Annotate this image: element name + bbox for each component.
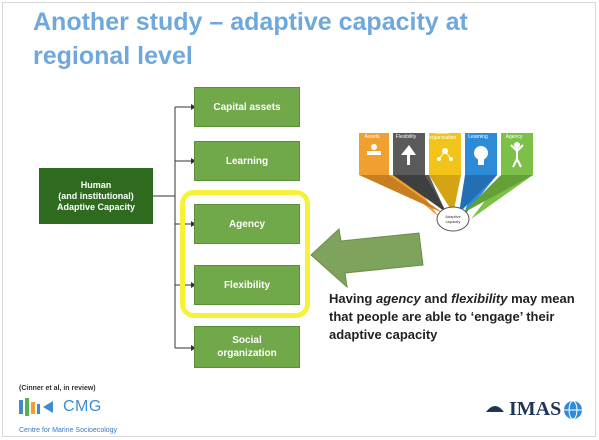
adaptive-capacity-label: Human (and institutional) Adaptive Capac… xyxy=(56,179,136,212)
caption-flexibility: flexibility xyxy=(451,291,508,306)
fan-label-agency: Agency xyxy=(505,134,523,140)
adaptive-capacity-fan: Adaptive capacity xyxy=(359,133,533,232)
box-social-organization: Social organization xyxy=(194,326,300,368)
box-learning: Learning xyxy=(194,141,300,181)
caption-prefix: Having xyxy=(329,291,376,306)
caption-agency: agency xyxy=(375,291,421,306)
box-agency: Agency xyxy=(194,204,300,244)
caption-text: Having agency and flexibility may mean t… xyxy=(329,290,579,344)
pointer-arrow xyxy=(310,228,424,289)
tree-icon xyxy=(401,145,416,165)
adaptive-capacity-box: Human (and institutional) Adaptive Capac… xyxy=(39,168,153,224)
box-flexibility: Flexibility xyxy=(194,265,300,305)
globe-icon xyxy=(564,400,583,419)
person-icon xyxy=(510,142,524,168)
cmg-mark-icon xyxy=(19,398,53,416)
imas-logo: IMAS xyxy=(485,398,583,421)
box-capital-assets-label: Capital assets xyxy=(213,101,281,113)
caption-and: and xyxy=(420,291,452,306)
box-flexibility-label: Flexibility xyxy=(223,279,271,291)
box-social-organization-label: Social organization xyxy=(217,335,277,359)
head-icon xyxy=(474,146,488,165)
imas-logo-text: IMAS xyxy=(509,398,562,420)
agency-flexibility-highlight xyxy=(180,190,310,318)
box-agency-label: Agency xyxy=(228,218,266,230)
reference-text: (Cinner et al, in review) xyxy=(19,385,96,392)
network-icon xyxy=(437,148,453,161)
caption-suffix: may mean that people are able to ‘engage… xyxy=(329,291,575,342)
cmg-logo-text: CMG xyxy=(63,398,102,415)
hand-icon xyxy=(367,144,381,155)
slide-title: Another study – adaptive capacity at reg… xyxy=(33,8,468,70)
fan-label-social-organisation: Social organisation xyxy=(429,130,457,141)
imas-mark-icon xyxy=(486,405,504,412)
fan-label-learning: Learning xyxy=(468,134,488,140)
svg-text:Adaptive: Adaptive xyxy=(445,214,461,219)
box-learning-label: Learning xyxy=(225,155,269,167)
box-capital-assets: Capital assets xyxy=(194,87,300,127)
svg-text:capacity: capacity xyxy=(446,219,461,224)
fan-label-assets: Assets xyxy=(364,134,380,140)
fan-label-flexibility: Flexibility xyxy=(395,134,417,140)
footer-text: Centre for Marine Socioecology xyxy=(19,427,118,434)
cmg-logo: CMG xyxy=(19,396,102,418)
